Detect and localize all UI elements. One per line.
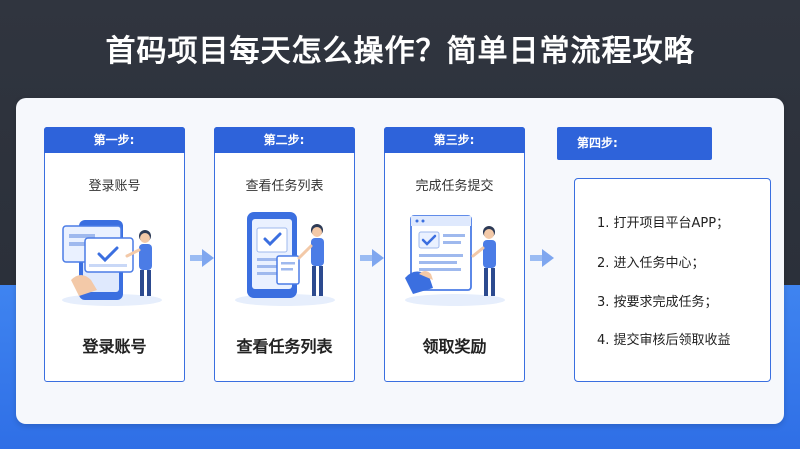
step-subtitle-3: 完成任务提交	[415, 179, 494, 194]
step-main-2: 查看任务列表	[236, 337, 333, 356]
step-header-4: 第四步:	[557, 127, 712, 160]
step4-list: 1. 打开项目平台APP； 2. 进入任务中心； 3. 按要求完成任务； 4. …	[574, 178, 771, 382]
task-list-illustration	[235, 212, 335, 306]
arrow-right-icon	[360, 249, 384, 267]
arrow-right-icon	[190, 249, 214, 267]
list-item: 1. 打开项目平台APP；	[597, 216, 730, 231]
document-submit-illustration	[405, 215, 505, 306]
step-card-3: 第三步: 完成任务提交 领取奖励	[383, 126, 525, 382]
list-item: 2. 进入任务中心；	[597, 256, 705, 271]
step-main-3: 领取奖励	[422, 337, 487, 356]
step-card-1: 第一步: 登录账号 登录账号	[43, 126, 185, 382]
step-header-1: 第一步:	[43, 126, 185, 153]
list-item: 4. 提交审核后领取收益	[597, 333, 731, 348]
arrow-right-icon	[530, 249, 554, 267]
page-title: 首码项目每天怎么操作？简单日常流程攻略	[105, 34, 695, 69]
step-subtitle-1: 登录账号	[88, 179, 141, 194]
step-card-2: 第二步: 查看任务列表 查看任务列表	[213, 126, 355, 382]
step-subtitle-2: 查看任务列表	[245, 179, 324, 194]
login-illustration	[62, 220, 162, 306]
step-header-3: 第三步:	[383, 126, 525, 153]
step-main-1: 登录账号	[82, 337, 147, 356]
list-item: 3. 按要求完成任务；	[597, 295, 718, 310]
step-header-2: 第二步:	[213, 126, 355, 153]
